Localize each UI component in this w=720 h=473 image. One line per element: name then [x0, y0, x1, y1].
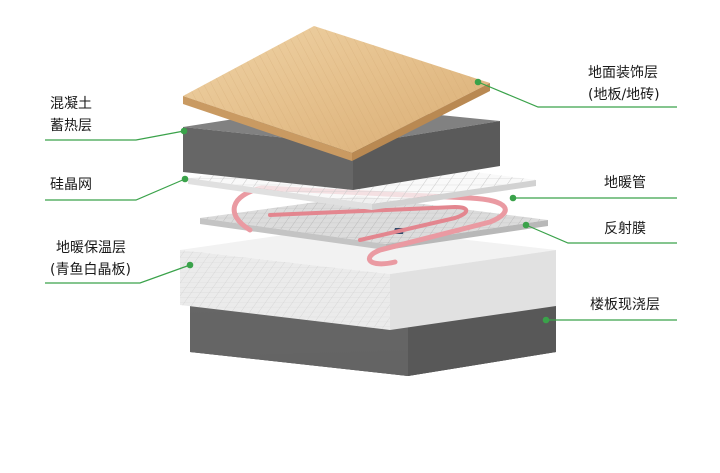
label-reflective-film-line1: 反射膜: [604, 221, 646, 237]
dot-silicon-mesh: [181, 175, 189, 183]
label-insulation: 地暖保温层 (青鱼白晶板): [50, 237, 131, 281]
label-concrete-storage: 混凝土 蓄热层: [50, 93, 92, 137]
insulation-layer: [180, 226, 556, 330]
label-insulation-line2: (青鱼白晶板): [50, 262, 131, 278]
leader-concrete-storage: [45, 130, 185, 141]
dot-slab: [542, 316, 550, 324]
label-silicon-mesh: 硅晶网: [50, 174, 92, 196]
heating-pipe: [231, 185, 508, 267]
leader-lines: [45, 81, 677, 321]
dot-reflective-film: [522, 221, 530, 229]
dot-heating-pipe: [509, 194, 517, 202]
label-floor-finish-line2: (地板/地砖): [588, 87, 660, 103]
leader-dots: [180, 78, 550, 324]
label-concrete-storage-line1: 混凝土: [50, 96, 92, 112]
label-insulation-line1: 地暖保温层: [56, 240, 126, 256]
label-floor-finish-line1: 地面装饰层: [588, 65, 658, 81]
leader-reflective-film: [525, 224, 677, 244]
dot-insulation: [186, 261, 194, 269]
label-heating-pipe: 地暖管: [604, 172, 646, 194]
dot-concrete-storage: [180, 127, 188, 135]
leader-floor-finish: [477, 81, 677, 108]
floor-finish-layer: [183, 26, 490, 161]
label-reflective-film: 反射膜: [604, 218, 646, 240]
label-heating-pipe-line1: 地暖管: [604, 175, 646, 191]
label-concrete-storage-line2: 蓄热层: [50, 118, 92, 134]
label-silicon-mesh-line1: 硅晶网: [50, 177, 92, 193]
label-slab-line1: 楼板现浇层: [590, 297, 660, 313]
dot-floor-finish: [474, 78, 482, 86]
label-floor-finish: 地面装饰层 (地板/地砖): [588, 62, 660, 106]
leader-silicon-mesh: [45, 178, 186, 201]
label-slab: 楼板现浇层: [590, 294, 660, 316]
leader-insulation: [45, 264, 191, 284]
